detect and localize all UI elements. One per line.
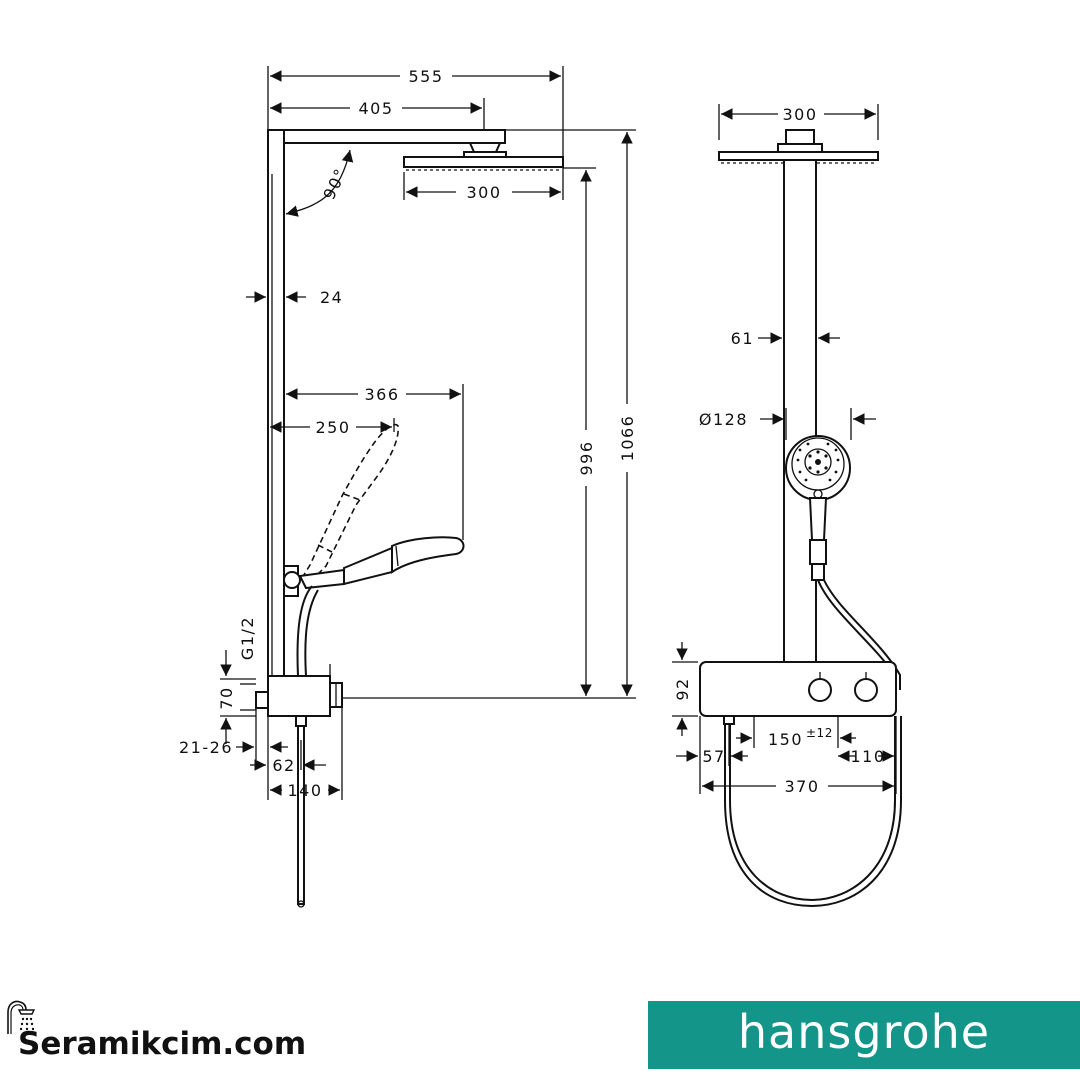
dim-height-total: 1066 bbox=[618, 415, 637, 462]
dim-head-width-side: 300 bbox=[466, 183, 501, 202]
dim-arm-length: 405 bbox=[358, 99, 393, 118]
front-view: 300 61 Ø128 bbox=[672, 104, 902, 908]
dim-depth: 140 bbox=[287, 781, 322, 800]
dim-pipe-width: 61 bbox=[731, 329, 754, 348]
dim-angle: 90° bbox=[319, 165, 350, 203]
dim-wall-distance: 21-26 bbox=[179, 738, 233, 757]
dim-inlet-height: 70 bbox=[217, 686, 236, 709]
dim-inlet-offset: 62 bbox=[272, 756, 295, 775]
dim-right-offset: 110 bbox=[850, 747, 885, 766]
dim-inlet-tolerance: ±12 bbox=[806, 726, 833, 740]
dim-overall-width: 555 bbox=[408, 67, 443, 86]
dim-thermostat-height: 92 bbox=[673, 677, 692, 700]
dim-thermostat-width: 370 bbox=[784, 777, 819, 796]
dim-height-head: 996 bbox=[577, 440, 596, 475]
dim-handshower-diameter: Ø128 bbox=[699, 410, 748, 429]
shower-icon bbox=[7, 1000, 36, 1034]
dim-holder-reach: 366 bbox=[364, 385, 399, 404]
brand-name: hansgrohe bbox=[737, 1005, 991, 1059]
side-view: 555 405 90° 300 24 366 bbox=[179, 66, 637, 908]
site-name: Seramikcim.com bbox=[18, 1026, 307, 1062]
dim-head-width-front: 300 bbox=[782, 105, 817, 124]
dim-left-offset: 57 bbox=[702, 747, 725, 766]
site-logo: Seramikcim.com bbox=[0, 996, 360, 1076]
dim-thread: G1/2 bbox=[238, 616, 257, 660]
technical-drawing: 555 405 90° 300 24 366 bbox=[179, 66, 902, 908]
dim-holder-offset: 250 bbox=[315, 418, 350, 437]
brand-banner: hansgrohe bbox=[648, 1001, 1080, 1069]
dim-bar-width: 24 bbox=[320, 288, 343, 307]
dim-inlet-spacing: 150 bbox=[768, 730, 803, 749]
